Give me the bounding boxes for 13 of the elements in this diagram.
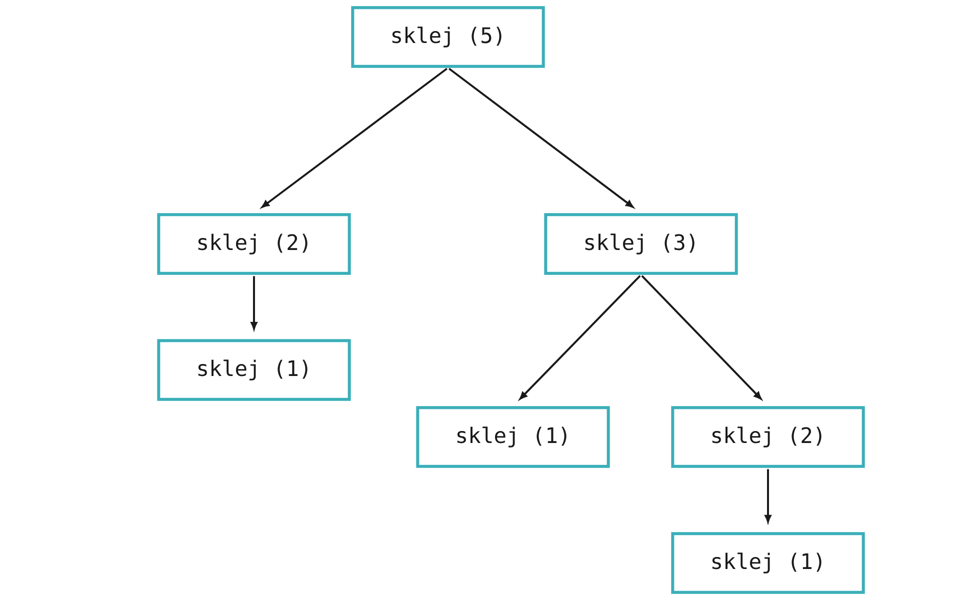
process-box: sklej (5) xyxy=(351,6,545,68)
arrow xyxy=(764,469,772,522)
process-box: sklej (3) xyxy=(544,213,738,275)
process-box: sklej (1) xyxy=(416,406,610,468)
arrow xyxy=(520,275,641,400)
arrow xyxy=(448,68,634,208)
arrow xyxy=(250,276,258,330)
process-box: sklej (2) xyxy=(157,213,351,275)
process-box: sklej (1) xyxy=(671,532,865,594)
arrow xyxy=(641,275,762,400)
arrow xyxy=(262,68,448,208)
process-box: sklej (2) xyxy=(671,406,865,468)
process-box: sklej (1) xyxy=(157,339,351,401)
